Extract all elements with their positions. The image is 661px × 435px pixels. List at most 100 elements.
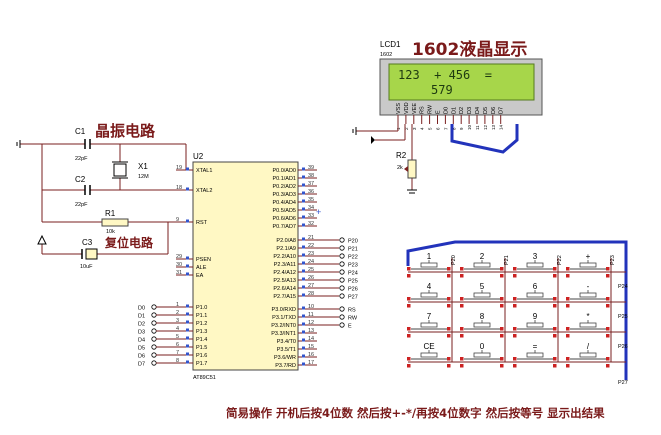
mcu-pin-number: 10 (308, 304, 314, 310)
key-terminal-icon (566, 274, 570, 278)
mcu-pin-name: P0.6/AD6 (272, 216, 296, 222)
keypad-key[interactable]: 9 (513, 312, 557, 338)
keypad-key[interactable]: 3 (513, 252, 557, 278)
key-terminal-icon (500, 327, 504, 331)
mcu-pin-number: 5 (176, 334, 179, 340)
net-terminal-icon (151, 312, 157, 318)
keypad-key[interactable]: 1 (407, 252, 451, 278)
pin-marker-icon (302, 261, 305, 265)
keypad-key[interactable]: 0 (460, 342, 504, 368)
lcd-pin-number: 3 (412, 127, 417, 130)
net-label: D0 (138, 306, 145, 312)
keypad-key[interactable]: - (566, 282, 610, 308)
key-terminal-icon (460, 327, 464, 331)
keypad-key-label: 6 (533, 282, 538, 291)
pin-marker-icon (186, 304, 189, 308)
key-terminal-icon (407, 274, 411, 278)
keypad-key[interactable]: 2 (460, 252, 504, 278)
net-terminal-icon (339, 245, 345, 251)
keypad-key[interactable]: / (566, 342, 610, 368)
keypad-key-label: 2 (480, 252, 485, 261)
mcu-pin-number: 28 (308, 291, 314, 297)
key-terminal-icon (460, 334, 464, 338)
keypad-key[interactable]: + (566, 252, 610, 278)
c3-body (85, 248, 98, 260)
key-terminal-icon (460, 304, 464, 308)
keypad-key-label: 8 (480, 312, 485, 321)
keypad-key[interactable]: 7 (407, 312, 451, 338)
net-terminal-icon (339, 261, 345, 267)
keypad-key[interactable]: 8 (460, 312, 504, 338)
net-label: D4 (138, 338, 145, 344)
pin-marker-icon (186, 328, 189, 332)
pot-r2[interactable]: R2 2k (396, 151, 417, 179)
lcd-power-wiring (352, 124, 417, 194)
mcu-pin-name: P1.5 (196, 345, 207, 351)
key-terminal-icon (606, 364, 610, 368)
keypad-key[interactable]: * (566, 312, 610, 338)
keypad-column-net: P22 (557, 255, 563, 265)
mcu-pin-number: 1 (176, 302, 179, 308)
lcd-line-1: 123 + 456 = (398, 68, 492, 82)
mcu-pin-number: 6 (176, 342, 179, 348)
key-terminal-icon (606, 297, 610, 301)
key-terminal-icon (500, 297, 504, 301)
net-terminal-icon (151, 336, 157, 342)
mcu-pin-name: P1.0 (196, 305, 207, 311)
net-terminal-icon (339, 322, 345, 328)
pin-marker-icon (302, 191, 305, 195)
pin-marker-icon (186, 256, 189, 260)
key-terminal-icon (606, 304, 610, 308)
mcu-pin-number: 15 (308, 344, 314, 350)
pin-marker-icon (302, 253, 305, 257)
keypad-key[interactable]: 5 (460, 282, 504, 308)
key-cap-icon (473, 352, 491, 358)
mcu-body (192, 161, 299, 371)
mcu-pin-name: P2.0/A8 (276, 238, 296, 244)
key-cap-icon (526, 352, 544, 358)
crystal-x1-icon (113, 163, 127, 177)
mcu-pin-name: P0.2/AD2 (272, 184, 296, 190)
keypad-key[interactable]: 4 (407, 282, 451, 308)
pin-marker-icon (302, 215, 305, 219)
lcd-pin-name: D6 (491, 107, 497, 114)
lcd-line-2: 579 (431, 83, 453, 97)
net-label: E (348, 324, 352, 330)
lcd-module[interactable]: LCD1 1602 1602液晶显示 123 + 456 = 579 VSS1V… (379, 39, 543, 130)
pin-marker-icon (302, 322, 305, 326)
mcu-pin-number: 38 (308, 173, 314, 179)
keypad-key-label: * (586, 312, 589, 321)
lcd-pin-number: 6 (436, 127, 441, 130)
keypad-key-label: / (587, 342, 590, 351)
mcu-pin-name: P2.1/A9 (276, 246, 296, 252)
net-terminal-icon (339, 237, 345, 243)
mcu-pin-name: P2.4/A12 (273, 270, 296, 276)
keypad-key[interactable]: CE (407, 342, 451, 368)
key-terminal-icon (553, 334, 557, 338)
net-label: D7 (138, 362, 145, 368)
keypad-key[interactable]: = (513, 342, 557, 368)
mcu-pin-name: P0.0/AD0 (272, 168, 296, 174)
key-cap-icon (420, 352, 438, 358)
key-terminal-icon (566, 267, 570, 271)
key-terminal-icon (513, 327, 517, 331)
mcu-pin-name: P2.2/A10 (273, 254, 296, 260)
mcu-pin-number: 33 (308, 213, 314, 219)
c3-refdes: C3 (82, 238, 93, 247)
key-terminal-icon (447, 304, 451, 308)
mcu-pin-number: 4 (176, 326, 179, 332)
keypad-key[interactable]: 6 (513, 282, 557, 308)
mcu-pin-number: 23 (308, 251, 314, 257)
pin-marker-icon (302, 354, 305, 358)
pot-body (407, 159, 417, 179)
lcd-pin-number: 5 (428, 127, 433, 130)
mcu-pin-name: P3.0/RXD (272, 307, 296, 313)
crystal-caption: 晶振电路 (95, 122, 156, 140)
key-cap-icon (526, 322, 544, 328)
key-terminal-icon (553, 267, 557, 271)
key-cap-icon (579, 322, 597, 328)
